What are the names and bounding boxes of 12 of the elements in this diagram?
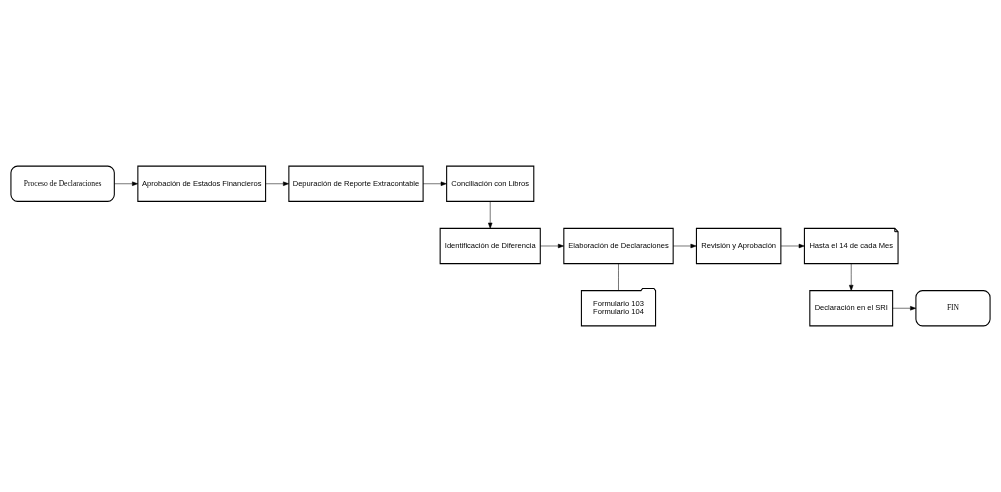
arrow — [780, 243, 805, 249]
arrow — [849, 263, 854, 291]
connector — [618, 263, 619, 291]
arrow — [672, 243, 697, 249]
node-box: FIN — [915, 290, 991, 327]
arrow — [265, 181, 289, 186]
arrow — [892, 306, 917, 311]
arrow — [114, 181, 138, 186]
arrow — [488, 201, 493, 229]
arrow — [422, 181, 447, 186]
arrow — [540, 243, 564, 249]
node-box: Proceso de Declaraciones — [10, 165, 115, 202]
